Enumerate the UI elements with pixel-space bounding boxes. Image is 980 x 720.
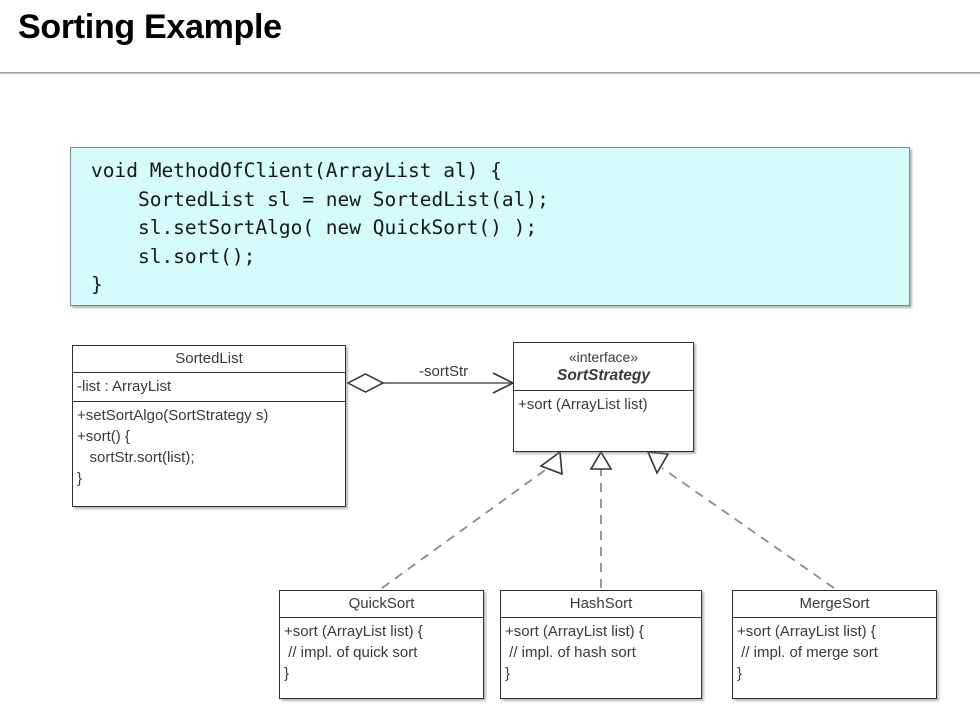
operations-compartment-sortedlist: +setSortAlgo(SortStrategy s) +sort() { s… [73,402,345,493]
title-divider [0,72,980,75]
operations-compartment-sortstrategy: +sort (ArrayList list) [514,391,693,419]
operation-row: } [505,665,511,682]
class-name-hashsort: HashSort [569,595,633,612]
operation-row: } [737,665,743,682]
compartment-divider [733,617,936,618]
compartment-divider [514,390,693,391]
compartment-divider [73,401,345,402]
code-text: void MethodOfClient(ArrayList al) { Sort… [91,159,549,296]
compartment-divider [280,617,483,618]
operation-row: // impl. of quick sort [284,644,418,661]
operation-row: +setSortAlgo(SortStrategy s) [77,407,269,424]
compartment-divider [73,372,345,373]
code-block: void MethodOfClient(ArrayList al) { Sort… [70,147,910,306]
interface-header: «interface» SortStrategy [514,343,693,390]
operation-row: // impl. of merge sort [737,644,878,661]
uml-class-mergesort[interactable]: MergeSort +sort (ArrayList list) { // im… [732,590,937,699]
class-name-sortedlist: SortedList [175,350,243,367]
operation-row: +sort (ArrayList list) { [284,623,423,640]
operation-row: +sort (ArrayList list) { [505,623,644,640]
operation-row: // impl. of hash sort [505,644,636,661]
operation-row: +sort() { [77,428,130,445]
page-title: Sorting Example [18,8,282,46]
operations-compartment-hashsort: +sort (ArrayList list) { // impl. of has… [501,618,701,688]
operation-row: sortStr.sort(list); [77,449,195,466]
uml-interface-sortstrategy[interactable]: «interface» SortStrategy +sort (ArrayLis… [513,342,694,452]
class-name-mergesort: MergeSort [799,595,870,612]
attribute-row: -list : ArrayList [77,378,172,395]
association-label: -sortStr [419,363,469,380]
operations-compartment-mergesort: +sort (ArrayList list) { // impl. of mer… [733,618,936,688]
interface-stereotype: «interface» [568,349,639,365]
uml-class-quicksort[interactable]: QuickSort +sort (ArrayList list) { // im… [279,590,484,699]
interface-name: SortStrategy [556,367,651,384]
uml-class-hashsort[interactable]: HashSort +sort (ArrayList list) { // imp… [500,590,702,699]
operation-row: +sort (ArrayList list) { [737,623,876,640]
compartment-divider [501,617,701,618]
class-name-quicksort: QuickSort [348,595,415,612]
operation-row: +sort (ArrayList list) [518,396,648,413]
uml-class-sortedlist[interactable]: SortedList -list : ArrayList +setSortAlg… [72,345,346,507]
operation-row: } [284,665,290,682]
operations-compartment-quicksort: +sort (ArrayList list) { // impl. of qui… [280,618,483,688]
attributes-compartment-sortedlist: -list : ArrayList [73,373,345,401]
operation-row: } [77,470,83,487]
